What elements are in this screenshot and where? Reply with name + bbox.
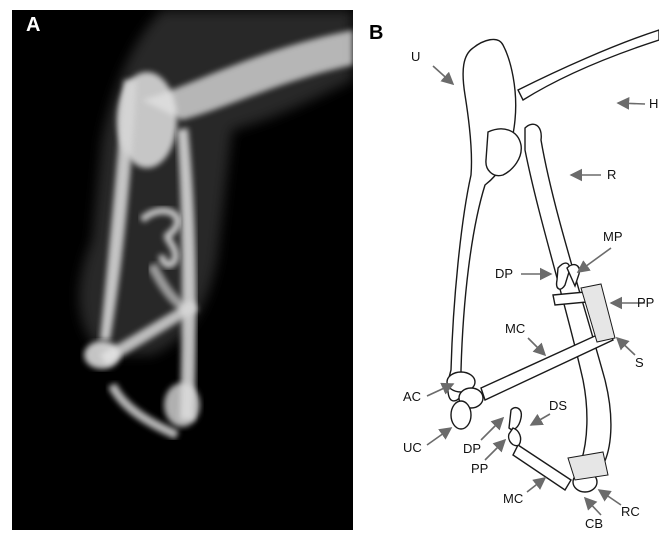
arrow-u: [433, 66, 453, 84]
metacarpal-lower: [513, 445, 571, 490]
elbow-block: [486, 129, 521, 176]
label-cb: CB: [585, 517, 603, 530]
label-h: H: [649, 97, 658, 110]
arrow-s: [617, 338, 635, 355]
arrow-rc: [599, 490, 621, 505]
arrow-cb: [585, 498, 601, 515]
arrow-mc-upper: [528, 338, 545, 355]
label-pp-low: PP: [471, 462, 488, 475]
label-ds: DS: [549, 399, 567, 412]
arrow-h: [618, 103, 645, 104]
label-rc: RC: [621, 505, 640, 518]
arrow-ds: [531, 414, 550, 425]
arrow-mp: [578, 248, 611, 272]
label-r: R: [607, 168, 616, 181]
shaded-rc: [568, 452, 608, 480]
arrow-pp-low: [485, 440, 505, 460]
label-pp-top: PP: [637, 296, 654, 309]
label-uc: UC: [403, 441, 422, 454]
xray-panel: A: [12, 10, 353, 530]
illustration-panel: B U H R MP DP PP MC S AC DS UC DP PP MC …: [353, 0, 659, 541]
arrow-mc-low: [527, 478, 545, 492]
arrow-uc: [427, 428, 451, 445]
panel-letter-a: A: [26, 14, 40, 37]
label-dp-low: DP: [463, 442, 481, 455]
label-mp: MP: [603, 230, 623, 243]
label-mc-low: MC: [503, 492, 523, 505]
arrow-dp-low: [481, 418, 503, 440]
panel-letter-b: B: [369, 22, 383, 45]
label-ac: AC: [403, 390, 421, 403]
label-u: U: [411, 50, 420, 63]
xray-image: [12, 10, 353, 530]
proximal-phalanx-top: [553, 292, 587, 305]
proximal-phalanx-low: [509, 428, 521, 446]
label-s: S: [635, 356, 644, 369]
label-dp-top: DP: [495, 267, 513, 280]
xray-lower-joint: [164, 383, 200, 427]
carpal-joint: [451, 401, 471, 429]
xray-joint: [84, 341, 120, 369]
label-mc-upper: MC: [505, 322, 525, 335]
humerus-shape: [518, 30, 659, 100]
ulna-shape: [448, 39, 516, 401]
distal-phalanx-low: [509, 408, 521, 430]
